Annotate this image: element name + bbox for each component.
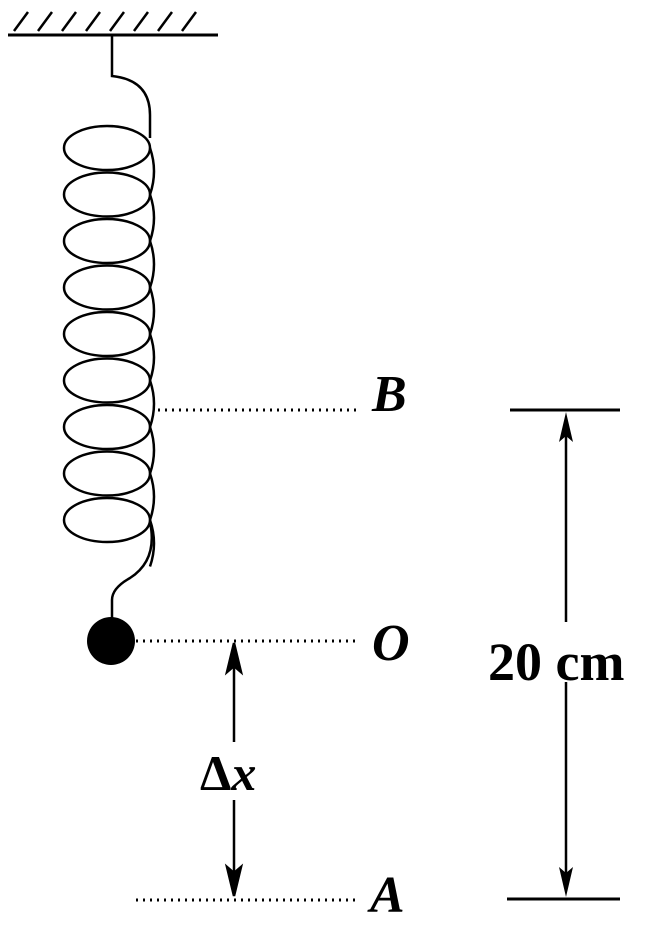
displacement-label: Δx <box>200 745 256 801</box>
spring-coil <box>62 310 152 358</box>
spring-back-strand <box>148 147 156 195</box>
spring-back-strand <box>148 240 156 288</box>
spring-back-strand <box>148 380 156 428</box>
ceiling-hatching <box>12 11 198 32</box>
distance-label: 20 cm <box>488 632 624 692</box>
spring-back-strand <box>148 287 156 335</box>
spring-coil <box>62 357 152 404</box>
distance-dimension <box>507 408 620 901</box>
spring-bottom-hook <box>110 521 154 620</box>
spring-back-strand <box>148 194 156 242</box>
label-point-a: A <box>367 867 405 924</box>
spring <box>62 35 156 620</box>
reference-lines <box>136 408 358 902</box>
spring-coil <box>62 171 152 218</box>
label-point-b: B <box>371 366 407 423</box>
displacement-delta: Δ <box>200 745 231 801</box>
spring-coils <box>62 124 156 567</box>
spring-coil <box>62 124 152 172</box>
spring-coil <box>62 264 152 311</box>
spring-back-strand <box>148 333 156 381</box>
mass-ball <box>87 617 135 665</box>
displacement-arrowhead-up <box>224 642 244 676</box>
ceiling-support <box>8 11 218 37</box>
dimension-arrowhead-up <box>559 412 573 442</box>
spring-coil <box>62 217 152 265</box>
dimension-arrowhead-down <box>559 867 573 897</box>
displacement-arrow <box>224 642 244 897</box>
spring-coil <box>62 496 152 544</box>
spring-coil <box>62 450 152 497</box>
displacement-variable: x <box>230 745 256 801</box>
spring-back-strand <box>148 426 156 474</box>
displacement-arrowhead-down <box>224 863 244 897</box>
spring-back-strand <box>148 473 156 521</box>
label-point-o: O <box>372 615 410 672</box>
spring-coil <box>62 403 152 451</box>
spring-top-hook <box>110 35 152 138</box>
